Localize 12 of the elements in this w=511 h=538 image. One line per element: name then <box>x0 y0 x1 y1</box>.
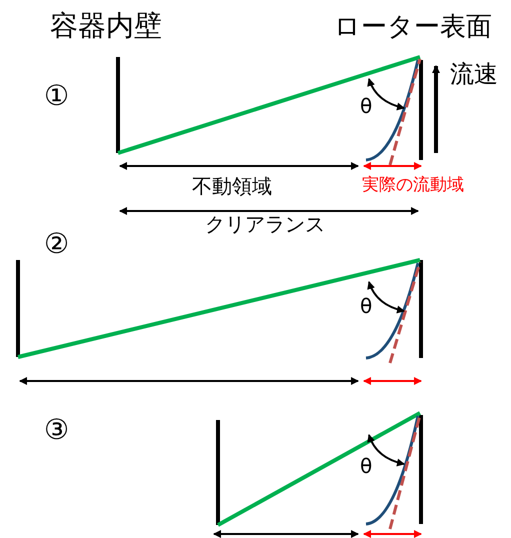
angle-label: θ <box>360 296 372 316</box>
dimension-label: 不動領域 <box>192 176 272 196</box>
angle-label: θ <box>360 456 372 476</box>
flow-velocity-label: 流速 <box>450 62 498 86</box>
case-number: ③ <box>44 416 70 444</box>
case-number: ① <box>44 82 70 110</box>
angle-label: θ <box>360 96 372 116</box>
dimension-label: クリアランス <box>205 214 325 234</box>
wall-label: 容器内壁 <box>50 12 162 40</box>
dimension-label: 実際の流動域 <box>362 177 464 194</box>
case-number: ② <box>44 230 70 258</box>
rotor-surface-label: ローター表面 <box>334 14 492 40</box>
